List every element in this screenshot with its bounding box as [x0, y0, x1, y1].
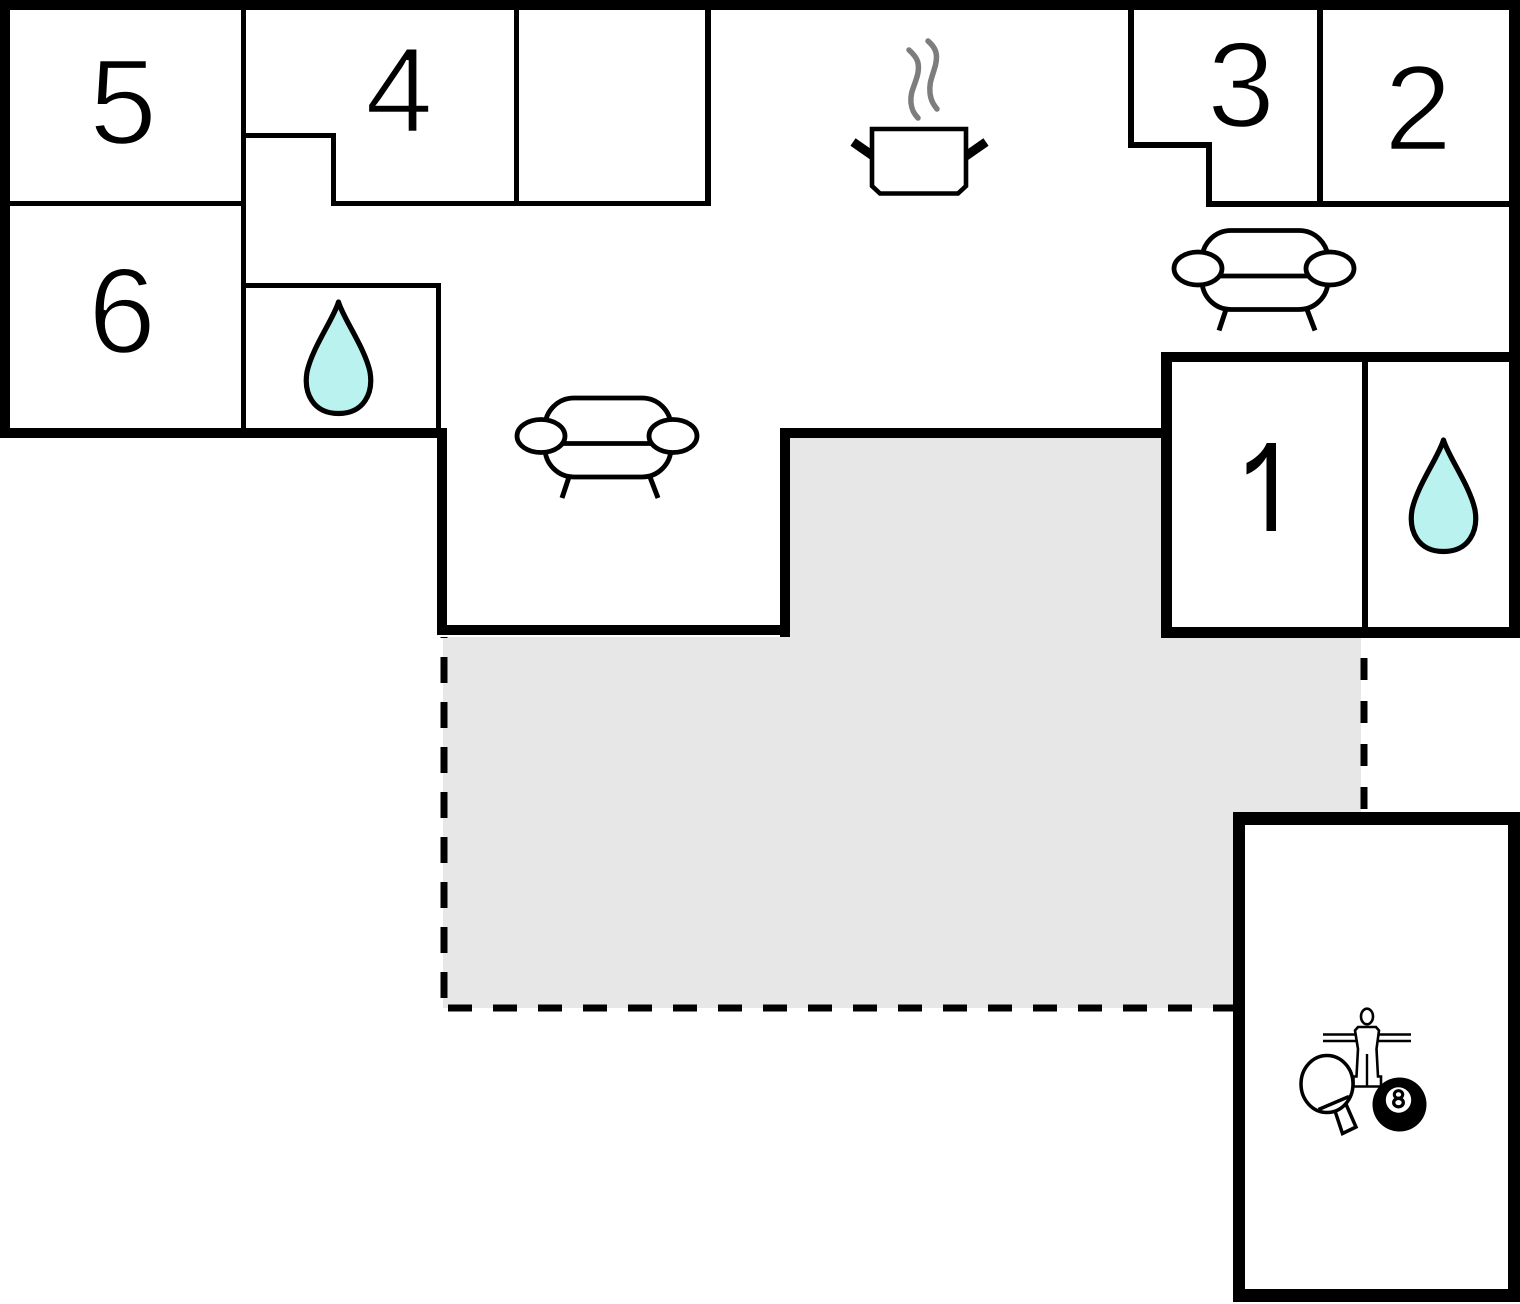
svg-text:2: 2	[1384, 40, 1452, 176]
svg-text:5: 5	[89, 34, 157, 170]
svg-text:6: 6	[88, 243, 156, 379]
svg-text:3: 3	[1207, 17, 1275, 153]
svg-text:4: 4	[365, 22, 433, 158]
